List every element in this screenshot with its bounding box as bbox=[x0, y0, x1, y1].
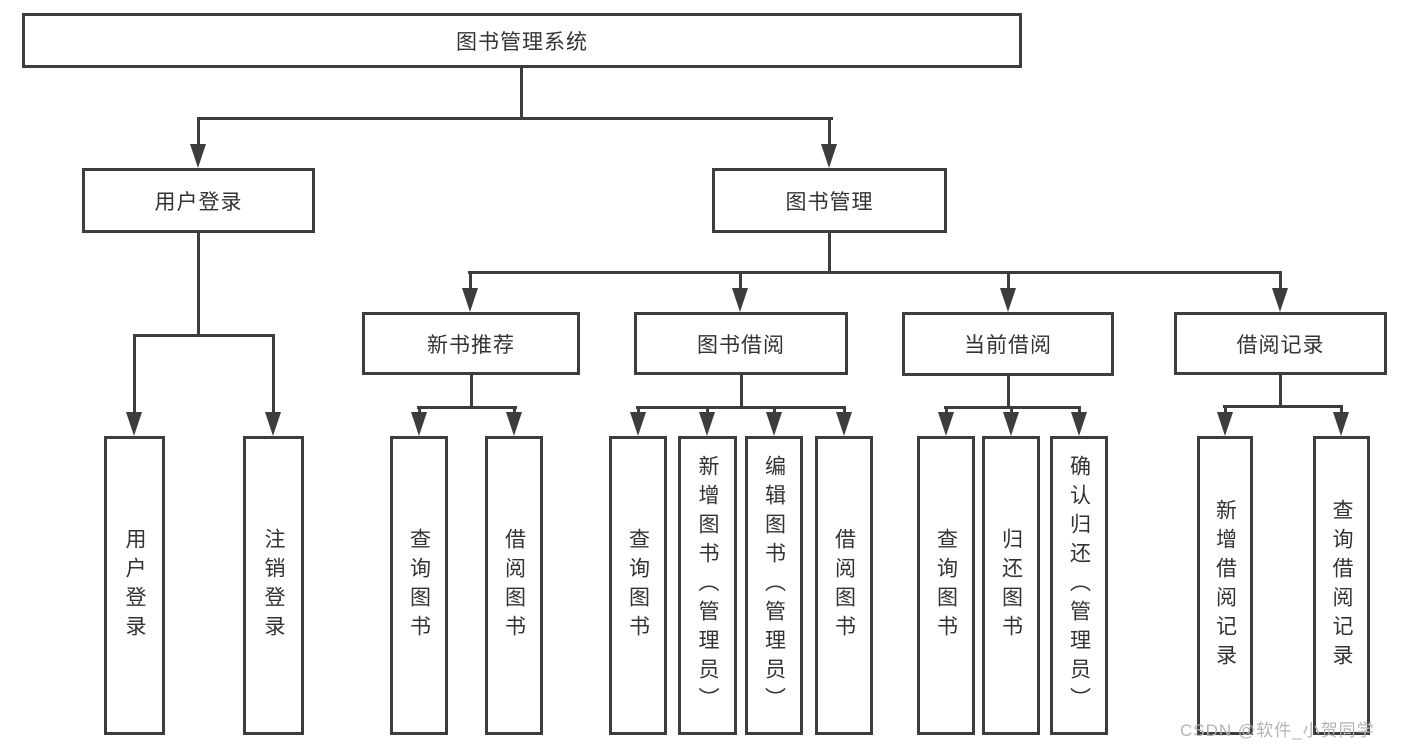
node-new-book-recommend-label: 新书推荐 bbox=[427, 333, 515, 357]
node-current-borrow: 当前借阅 bbox=[902, 312, 1114, 376]
leaf-query-book-borrow-label: 查询图书 bbox=[626, 527, 650, 644]
connector-line bbox=[1007, 376, 1010, 408]
connector-line bbox=[637, 406, 640, 416]
node-borrow-records-label: 借阅记录 bbox=[1236, 333, 1325, 357]
leaf-logout: 注销登录 bbox=[243, 436, 304, 735]
connector-line bbox=[945, 406, 948, 416]
leaf-borrow-book-recommend: 借阅图书 bbox=[485, 436, 543, 735]
connector-line bbox=[706, 406, 709, 416]
connector-line bbox=[197, 233, 200, 335]
leaf-query-book-current: 查询图书 bbox=[917, 436, 975, 735]
arrowhead-icon bbox=[190, 144, 206, 168]
arrowhead-icon bbox=[836, 412, 852, 436]
node-user-login: 用户登录 bbox=[82, 168, 315, 233]
arrowhead-icon bbox=[766, 412, 782, 436]
arrowhead-icon bbox=[506, 412, 522, 436]
leaf-edit-book-admin: 编辑图书（管理员） bbox=[745, 436, 803, 735]
connector-line bbox=[828, 117, 831, 147]
leaf-query-borrow-record-label: 查询借阅记录 bbox=[1330, 498, 1353, 673]
leaf-query-borrow-record: 查询借阅记录 bbox=[1313, 436, 1370, 735]
leaf-logout-label: 注销登录 bbox=[262, 527, 285, 644]
connector-line bbox=[1224, 405, 1227, 416]
node-current-borrow-label: 当前借阅 bbox=[964, 334, 1052, 357]
connector-line bbox=[739, 271, 742, 293]
connector-line bbox=[740, 375, 743, 408]
arrowhead-icon bbox=[1071, 412, 1087, 436]
connector-line bbox=[133, 334, 136, 416]
connector-line bbox=[828, 233, 831, 274]
arrowhead-icon bbox=[1333, 412, 1349, 436]
leaf-confirm-return-admin: 确认归还（管理员） bbox=[1050, 436, 1108, 735]
leaf-query-book-recommend: 查询图书 bbox=[390, 436, 448, 735]
connector-line bbox=[1010, 406, 1013, 416]
leaf-borrow-book-recommend-label: 借阅图书 bbox=[502, 527, 526, 644]
arrowhead-icon bbox=[732, 288, 748, 312]
leaf-confirm-return-admin-label: 确认归还（管理员） bbox=[1067, 455, 1091, 716]
leaf-user-login-label: 用户登录 bbox=[123, 527, 146, 644]
arrowhead-icon bbox=[1217, 412, 1233, 436]
leaf-add-book-admin: 新增图书（管理员） bbox=[678, 436, 737, 735]
connector-line bbox=[417, 406, 517, 409]
connector-line bbox=[1279, 375, 1282, 407]
connector-line bbox=[197, 117, 200, 147]
arrowhead-icon bbox=[1272, 288, 1288, 312]
connector-line bbox=[1279, 271, 1282, 293]
connector-line bbox=[1078, 406, 1081, 416]
arrowhead-icon bbox=[938, 412, 954, 436]
connector-line bbox=[1223, 405, 1343, 408]
watermark: CSDN @软件_小贺同学 bbox=[1180, 721, 1375, 740]
connector-line bbox=[1340, 405, 1343, 416]
node-book-management-label: 图书管理 bbox=[785, 190, 874, 214]
arrowhead-icon bbox=[1000, 288, 1016, 312]
arrowhead-icon bbox=[265, 412, 281, 436]
connector-line bbox=[418, 406, 421, 416]
connector-line bbox=[272, 334, 275, 416]
leaf-borrow-book: 借阅图书 bbox=[815, 436, 873, 735]
node-book-borrow: 图书借阅 bbox=[634, 312, 848, 375]
node-new-book-recommend: 新书推荐 bbox=[362, 312, 580, 375]
connector-line bbox=[197, 117, 833, 120]
node-root-label: 图书管理系统 bbox=[456, 30, 588, 54]
leaf-borrow-book-label: 借阅图书 bbox=[832, 527, 856, 644]
leaf-user-login: 用户登录 bbox=[104, 436, 165, 735]
connector-line bbox=[133, 334, 275, 337]
arrowhead-icon bbox=[821, 144, 837, 168]
arrowhead-icon bbox=[630, 412, 646, 436]
connector-line bbox=[470, 375, 473, 408]
connector-line bbox=[1007, 271, 1010, 293]
arrowhead-icon bbox=[462, 288, 478, 312]
connector-line bbox=[513, 406, 516, 416]
leaf-add-borrow-record: 新增借阅记录 bbox=[1197, 436, 1253, 735]
connector-line bbox=[636, 406, 846, 409]
leaf-return-book: 归还图书 bbox=[982, 436, 1040, 735]
leaf-return-book-label: 归还图书 bbox=[999, 527, 1023, 644]
leaf-add-borrow-record-label: 新增借阅记录 bbox=[1213, 498, 1237, 673]
node-book-management: 图书管理 bbox=[712, 168, 947, 233]
arrowhead-icon bbox=[411, 412, 427, 436]
connector-line bbox=[469, 271, 472, 293]
node-borrow-records: 借阅记录 bbox=[1174, 312, 1387, 375]
connector-line bbox=[843, 406, 846, 416]
arrowhead-icon bbox=[1003, 412, 1019, 436]
connector-line bbox=[468, 271, 1282, 274]
leaf-edit-book-admin-label: 编辑图书（管理员） bbox=[762, 455, 786, 716]
leaf-add-book-admin-label: 新增图书（管理员） bbox=[696, 455, 719, 716]
node-book-borrow-label: 图书借阅 bbox=[697, 333, 785, 357]
connector-line bbox=[773, 406, 776, 416]
node-user-login-label: 用户登录 bbox=[154, 190, 243, 214]
arrowhead-icon bbox=[699, 412, 715, 436]
leaf-query-book-borrow: 查询图书 bbox=[609, 436, 667, 735]
node-root: 图书管理系统 bbox=[22, 13, 1022, 68]
leaf-query-book-recommend-label: 查询图书 bbox=[407, 527, 431, 644]
leaf-query-book-current-label: 查询图书 bbox=[934, 527, 958, 644]
connector-line bbox=[520, 68, 523, 118]
arrowhead-icon bbox=[126, 412, 142, 436]
